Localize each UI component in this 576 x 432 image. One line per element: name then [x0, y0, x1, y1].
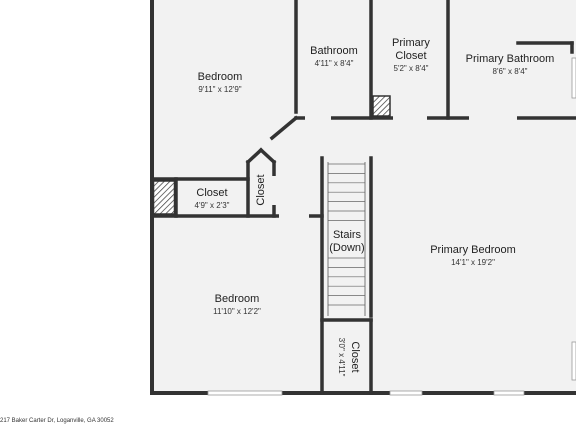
room-name-bedroom-bottom: Bedroom: [215, 293, 260, 305]
hatched-chase-closet: [372, 95, 391, 117]
room-name-closet-left: Closet: [196, 187, 227, 199]
room-name-primary-closet-2: Closet: [395, 50, 426, 62]
room-dims-closet-bottom: 3'0" x 4'11": [337, 338, 346, 377]
room-dims-primary-bathroom: 8'6" x 8'4": [493, 67, 528, 76]
room-name-bedroom-top: Bedroom: [198, 71, 243, 83]
room-name-stairs-2: (Down): [329, 242, 364, 254]
door-openings: [272, 116, 517, 218]
hatched-chase-left: [152, 180, 176, 215]
room-name-primary-bedroom: Primary Bedroom: [430, 244, 516, 256]
room-dims-bedroom-top: 9'11" x 12'9": [198, 85, 241, 94]
stair-treads: [327, 162, 366, 316]
windows: [207, 57, 576, 396]
room-dims-bathroom: 4'11" x 8'4": [315, 59, 354, 68]
room-dims-bedroom-bottom: 11'10" x 12'2": [213, 307, 261, 316]
room-name-primary-bathroom: Primary Bathroom: [466, 53, 555, 65]
interior-walls: [150, 0, 576, 395]
room-name-stairs-1: Stairs: [333, 229, 362, 241]
room-name-closet-bottom: Closet: [349, 341, 361, 372]
room-name-closet-small: Closet: [255, 174, 267, 205]
room-dims-primary-closet: 5'2" x 8'4": [394, 64, 429, 73]
room-dims-closet-left: 4'9" x 2'3": [195, 201, 230, 210]
room-name-bathroom: Bathroom: [310, 45, 358, 57]
floor-area: [150, 0, 576, 394]
room-name-primary-closet-1: Primary: [392, 37, 430, 49]
property-address: 217 Baker Carter Dr, Loganville, GA 3005…: [0, 418, 114, 424]
room-dims-primary-bedroom: 14'1" x 19'2": [451, 258, 495, 267]
